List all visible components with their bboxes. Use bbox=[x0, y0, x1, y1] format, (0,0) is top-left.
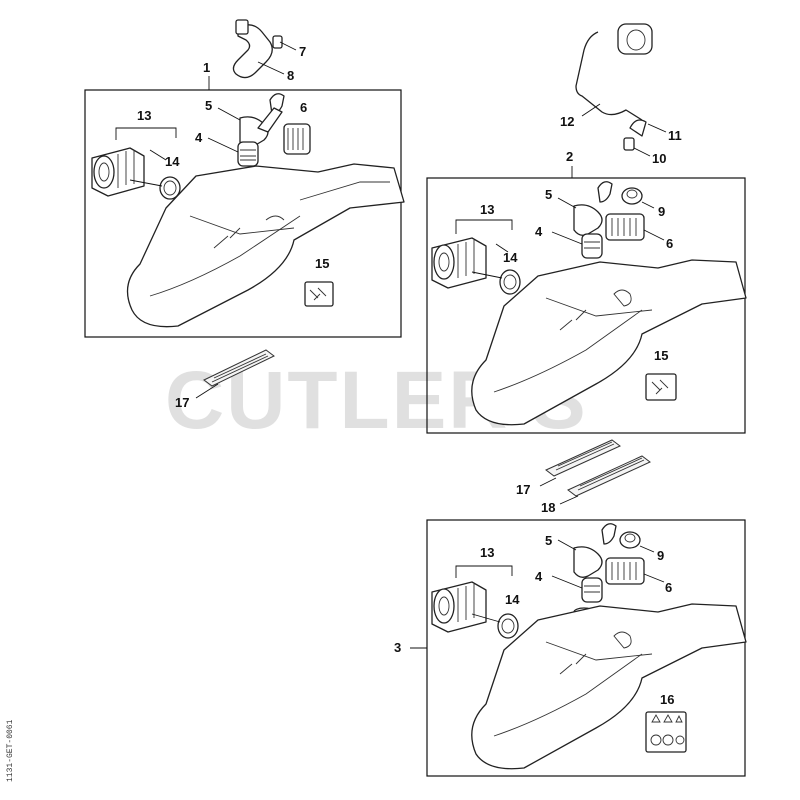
callout-4b: 4 bbox=[535, 224, 543, 239]
leader-14a bbox=[149, 149, 167, 161]
callout-5c: 5 bbox=[545, 533, 552, 548]
callout-16: 16 bbox=[660, 692, 674, 707]
callout-13a: 13 bbox=[137, 108, 151, 123]
callout-17a: 17 bbox=[175, 395, 189, 410]
ring-part-14c bbox=[497, 613, 519, 639]
fuel-hose-part-5a bbox=[239, 93, 285, 148]
assembly-box-3 bbox=[426, 519, 746, 777]
tank-housing-b bbox=[471, 259, 747, 426]
callout-14b: 14 bbox=[503, 250, 518, 265]
carburetor-part-13c bbox=[431, 581, 487, 633]
ring-part-14a bbox=[159, 176, 181, 200]
callout-5a: 5 bbox=[205, 98, 212, 113]
fuel-hose-part-5c bbox=[573, 523, 617, 578]
screw-14a bbox=[129, 179, 163, 187]
leader-14b bbox=[495, 243, 509, 253]
fitting-part-11 bbox=[629, 119, 647, 137]
leader-9a bbox=[641, 201, 655, 209]
cap-part-9a bbox=[621, 187, 643, 205]
callout-17b: 17 bbox=[516, 482, 530, 497]
leader-4b bbox=[551, 231, 583, 245]
carburetor-part-13b bbox=[431, 237, 487, 289]
carburetor-part-13a bbox=[91, 147, 145, 197]
callout-9a: 9 bbox=[658, 204, 665, 219]
leader-5a bbox=[217, 107, 241, 121]
assembly-box-1 bbox=[84, 89, 402, 338]
screw-14c bbox=[471, 613, 501, 623]
strip-part-17b bbox=[545, 439, 621, 477]
tank-housing-c bbox=[471, 603, 747, 770]
callout-4a: 4 bbox=[195, 130, 203, 145]
leader-9b bbox=[639, 545, 655, 553]
callout-12: 12 bbox=[560, 114, 574, 129]
ring-part-14b bbox=[499, 269, 521, 295]
fuel-hose-part-12 bbox=[575, 23, 653, 121]
decal-part-16 bbox=[645, 711, 687, 753]
callout-13c: 13 bbox=[480, 545, 494, 560]
leader-8 bbox=[257, 61, 285, 75]
cap-part-9b bbox=[619, 531, 641, 549]
clip-part-7 bbox=[272, 35, 283, 49]
leader-13b bbox=[455, 219, 513, 234]
callout-14a: 14 bbox=[165, 154, 180, 169]
leader-4a bbox=[207, 137, 239, 153]
leader-13a bbox=[115, 127, 177, 140]
leader-12 bbox=[581, 103, 601, 117]
assembly-box-2 bbox=[426, 177, 746, 434]
leader-5b bbox=[557, 197, 577, 209]
cap-part-4b bbox=[581, 233, 603, 259]
fuel-hose-part-8 bbox=[232, 19, 273, 79]
fuel-filter-part-6c bbox=[605, 557, 645, 585]
leader-13c bbox=[455, 565, 513, 578]
leader-4c bbox=[551, 575, 583, 589]
leader-17a bbox=[195, 383, 219, 399]
callout-4c: 4 bbox=[535, 569, 543, 584]
leader-11 bbox=[647, 123, 667, 133]
callout-14c: 14 bbox=[505, 592, 520, 607]
side-code: 1131-GET-0061 bbox=[6, 719, 15, 782]
fitting-part-10 bbox=[623, 137, 635, 151]
fuel-hose-part-5b bbox=[573, 181, 613, 236]
leader-5c bbox=[557, 539, 577, 551]
leader-6c bbox=[643, 573, 665, 583]
callout-15a: 15 bbox=[315, 256, 329, 271]
callout-9b: 9 bbox=[657, 548, 664, 563]
callout-18: 18 bbox=[541, 500, 555, 515]
callout-5b: 5 bbox=[545, 187, 552, 202]
callout-8: 8 bbox=[287, 68, 294, 83]
callout-3: 3 bbox=[394, 640, 401, 655]
fuel-filter-part-6b bbox=[605, 213, 645, 241]
cap-part-4c bbox=[581, 577, 603, 603]
tank-housing-a bbox=[126, 163, 405, 328]
callout-6b: 6 bbox=[666, 236, 673, 251]
leader-6b bbox=[643, 229, 665, 241]
callout-6a: 6 bbox=[300, 100, 307, 115]
fuel-filter-part-6a bbox=[283, 123, 311, 155]
callout-10: 10 bbox=[652, 151, 666, 166]
leader-10 bbox=[633, 147, 651, 157]
callout-7: 7 bbox=[299, 44, 306, 59]
decal-part-15a bbox=[304, 281, 334, 307]
callout-6c: 6 bbox=[665, 580, 672, 595]
screw-14b bbox=[471, 271, 503, 279]
callout-1: 1 bbox=[203, 60, 210, 75]
cap-part-4a bbox=[237, 141, 259, 167]
callout-15b: 15 bbox=[654, 348, 668, 363]
strip-part-17a bbox=[203, 349, 275, 387]
decal-part-15b bbox=[645, 373, 677, 401]
leader-18 bbox=[559, 495, 579, 505]
callout-13b: 13 bbox=[480, 202, 494, 217]
callout-11: 11 bbox=[668, 128, 682, 143]
strip-part-18 bbox=[567, 455, 651, 497]
leader-17b bbox=[539, 477, 557, 487]
callout-2: 2 bbox=[566, 149, 573, 164]
leader-7 bbox=[279, 41, 297, 51]
